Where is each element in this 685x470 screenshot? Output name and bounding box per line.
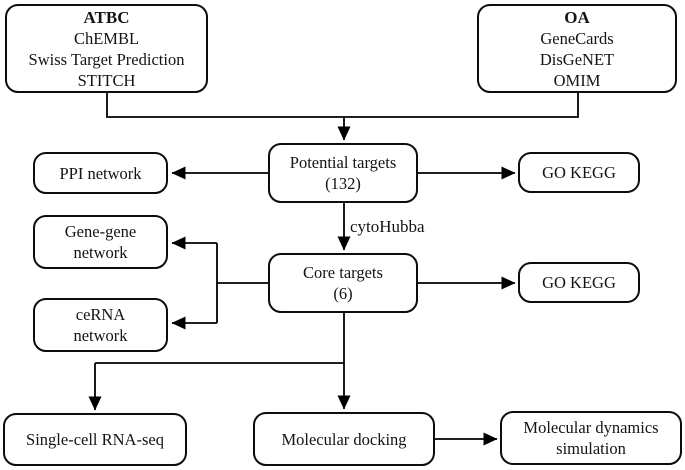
node-ppi-label: PPI network: [59, 163, 142, 183]
node-oa-line: GeneCards: [540, 28, 614, 48]
node-atbc-line: ChEMBL: [73, 28, 140, 48]
node-atbc-line: STITCH: [77, 70, 136, 90]
edge-sources-merge: [106, 92, 579, 118]
node-scrna-label: Single-cell RNA-seq: [26, 430, 164, 449]
edge-core-bracket: [216, 243, 268, 323]
node-potential-line: Potential targets: [289, 153, 397, 172]
node-cerna-line: network: [73, 326, 128, 345]
node-gokegg-top-label: GO KEGG: [542, 163, 616, 182]
node-oa-line: OMIM: [553, 70, 601, 90]
node-molecular-docking: Molecular docking: [253, 412, 435, 466]
node-genegene-line: network: [73, 243, 128, 262]
node-cerna-network: ceRNA network: [33, 298, 168, 352]
node-go-kegg-bottom: GO KEGG: [518, 262, 640, 303]
node-ppi-network: PPI network: [33, 152, 168, 194]
node-mdsim-line: Molecular dynamics: [523, 418, 659, 437]
node-core-line: Core targets: [303, 263, 383, 282]
node-mdsim-line: simulation: [556, 439, 626, 458]
node-single-cell-rna-seq: Single-cell RNA-seq: [3, 413, 187, 466]
node-cerna-line: ceRNA: [75, 305, 126, 324]
node-atbc-line: Swiss Target Prediction: [28, 49, 185, 69]
node-oa-sources: OA GeneCards DisGeNET OMIM: [477, 4, 677, 93]
node-core-count: (6): [333, 284, 353, 303]
node-go-kegg-top: GO KEGG: [518, 152, 640, 193]
node-atbc-title: ATBC: [83, 7, 130, 27]
node-molecular-dynamics-simulation: Molecular dynamics simulation: [500, 411, 682, 465]
node-potential-targets: Potential targets (132): [268, 143, 418, 203]
node-gene-gene-network: Gene-gene network: [33, 215, 168, 269]
node-atbc-sources: ATBC ChEMBL Swiss Target Prediction STIT…: [5, 4, 208, 93]
node-docking-label: Molecular docking: [281, 429, 407, 449]
node-gokegg-bottom-label: GO KEGG: [542, 273, 616, 292]
node-potential-count: (132): [325, 174, 361, 193]
node-oa-line: DisGeNET: [539, 49, 615, 69]
node-oa-title: OA: [564, 7, 590, 27]
node-genegene-line: Gene-gene: [64, 222, 137, 241]
edge-label-cytohubba: cytoHubba: [350, 217, 425, 236]
node-core-targets: Core targets (6): [268, 253, 418, 313]
